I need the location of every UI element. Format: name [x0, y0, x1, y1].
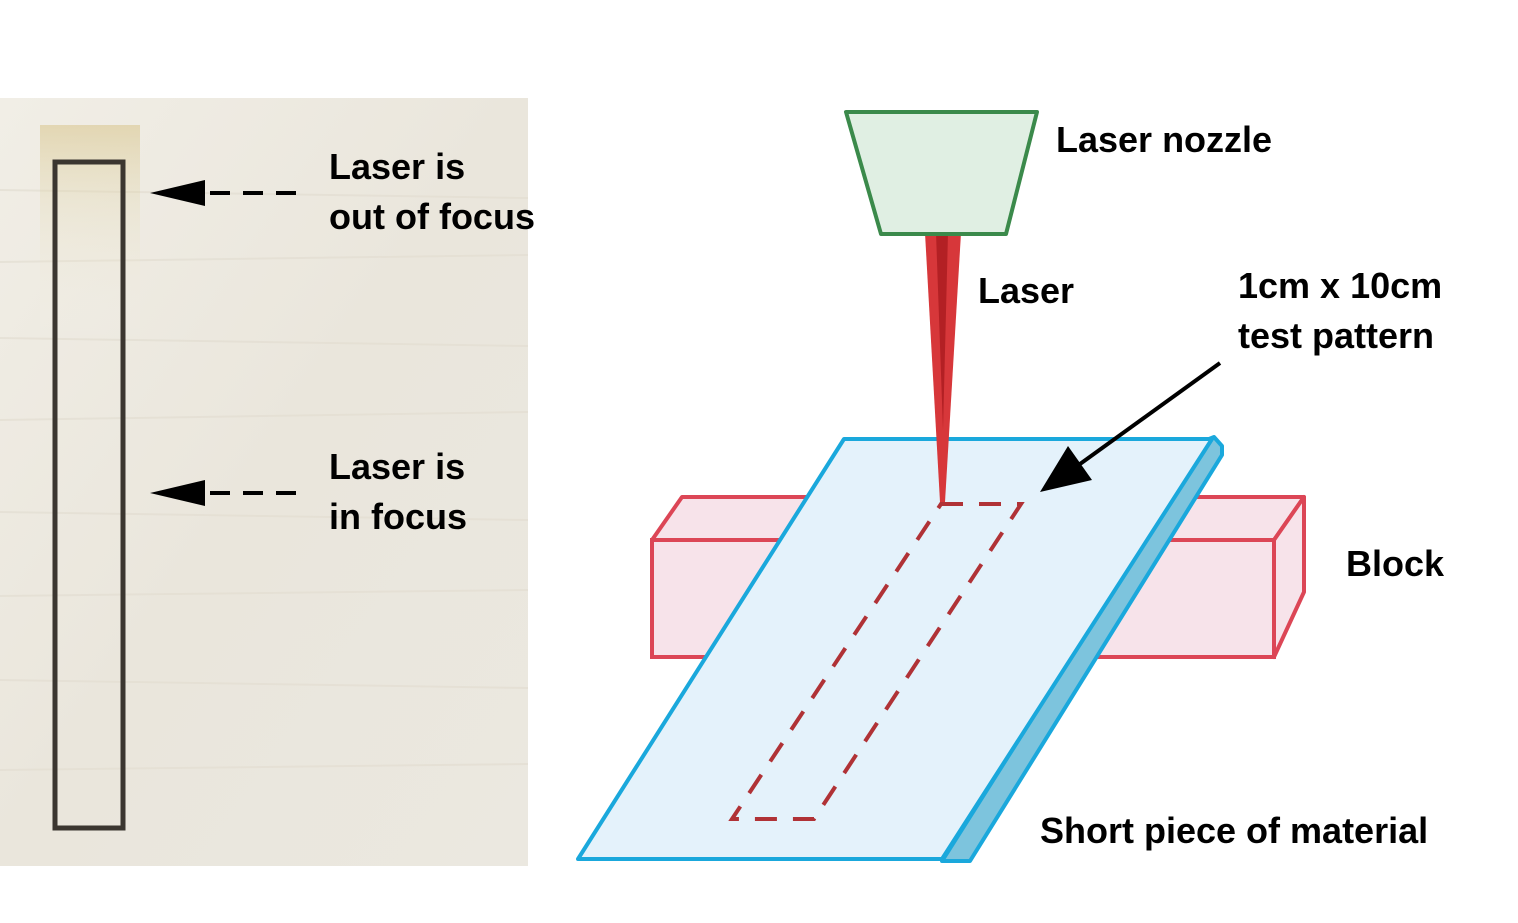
wood-photo — [0, 98, 529, 866]
pattern-callout-arrow — [1040, 361, 1222, 492]
test-pattern-label: 1cm x 10cm test pattern — [1238, 261, 1442, 361]
engraved-test-pattern — [52, 159, 126, 831]
arrow-head-icon — [150, 480, 205, 506]
arrow-in-focus — [150, 480, 300, 506]
in-focus-line-1: Laser is — [329, 446, 466, 487]
test-pattern-outline — [728, 502, 1025, 821]
block-label: Block — [1346, 543, 1445, 584]
in-focus-line-2: in focus — [329, 496, 468, 537]
arrow-head-icon — [150, 180, 205, 206]
test-pattern-line-1: 1cm x 10cm — [1238, 265, 1443, 306]
material-label: Short piece of material — [1040, 810, 1429, 851]
out-of-focus-line-2: out of focus — [329, 196, 535, 237]
laser-label: Laser — [978, 270, 1075, 311]
out-of-focus-line-1: Laser is — [329, 146, 466, 187]
in-focus-label: Laser is in focus — [329, 442, 467, 542]
material — [576, 435, 1224, 863]
test-pattern-line-2: test pattern — [1238, 315, 1435, 356]
laser-beam — [925, 233, 961, 502]
material-top-surface — [576, 437, 1214, 861]
laser-nozzle-label: Laser nozzle — [1056, 119, 1273, 160]
laser-nozzle — [844, 110, 1039, 236]
callout-shaft — [1078, 361, 1222, 466]
arrow-head-icon — [1040, 446, 1092, 492]
laser-beam-core — [936, 233, 948, 430]
arrow-out-of-focus — [150, 180, 300, 206]
out-of-focus-label: Laser is out of focus — [329, 142, 535, 242]
